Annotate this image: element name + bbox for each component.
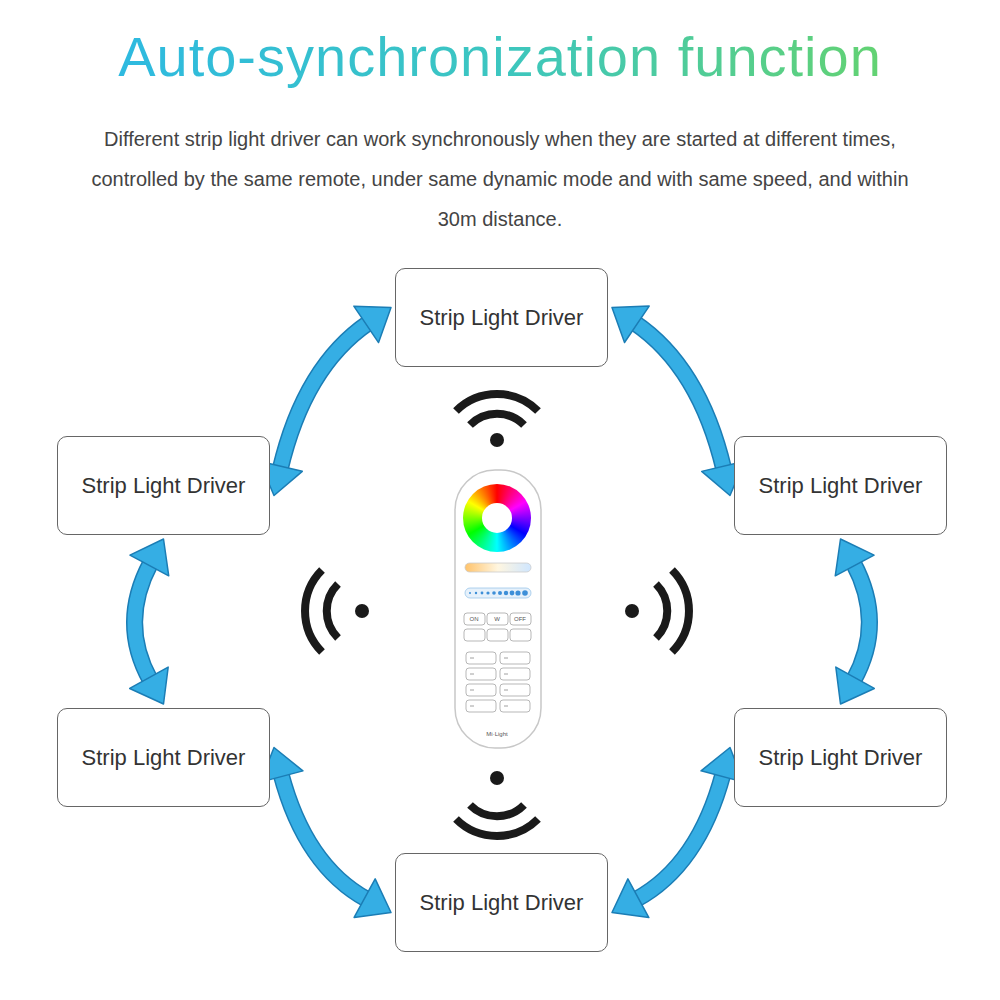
title: Auto-synchronization function (0, 22, 1000, 92)
remote-text: W (494, 616, 500, 622)
driver-box: Strip Light Driver (395, 268, 608, 367)
color-wheel-center (482, 503, 512, 533)
driver-box: Strip Light Driver (395, 853, 608, 952)
sync-arrow (835, 539, 874, 704)
sync-arrow (130, 539, 169, 704)
sync-arrow (612, 748, 744, 918)
driver-label: Strip Light Driver (82, 473, 246, 499)
remote-text: ON (470, 616, 479, 622)
driver-label: Strip Light Driver (759, 745, 923, 771)
driver-box: Strip Light Driver (734, 708, 947, 807)
sync-arrow (259, 306, 391, 495)
sync-arrow (260, 748, 391, 918)
driver-label: Strip Light Driver (759, 473, 923, 499)
remote-text: Mi·Light (486, 731, 507, 737)
remote-text: OFF (514, 616, 526, 622)
driver-box: Strip Light Driver (57, 436, 270, 535)
driver-label: Strip Light Driver (420, 890, 584, 916)
driver-label: Strip Light Driver (82, 745, 246, 771)
sync-arrow (612, 306, 745, 495)
driver-box: Strip Light Driver (57, 708, 270, 807)
driver-label: Strip Light Driver (420, 305, 584, 331)
caption: Different strip light driver can work sy… (70, 119, 930, 239)
driver-box: Strip Light Driver (734, 436, 947, 535)
